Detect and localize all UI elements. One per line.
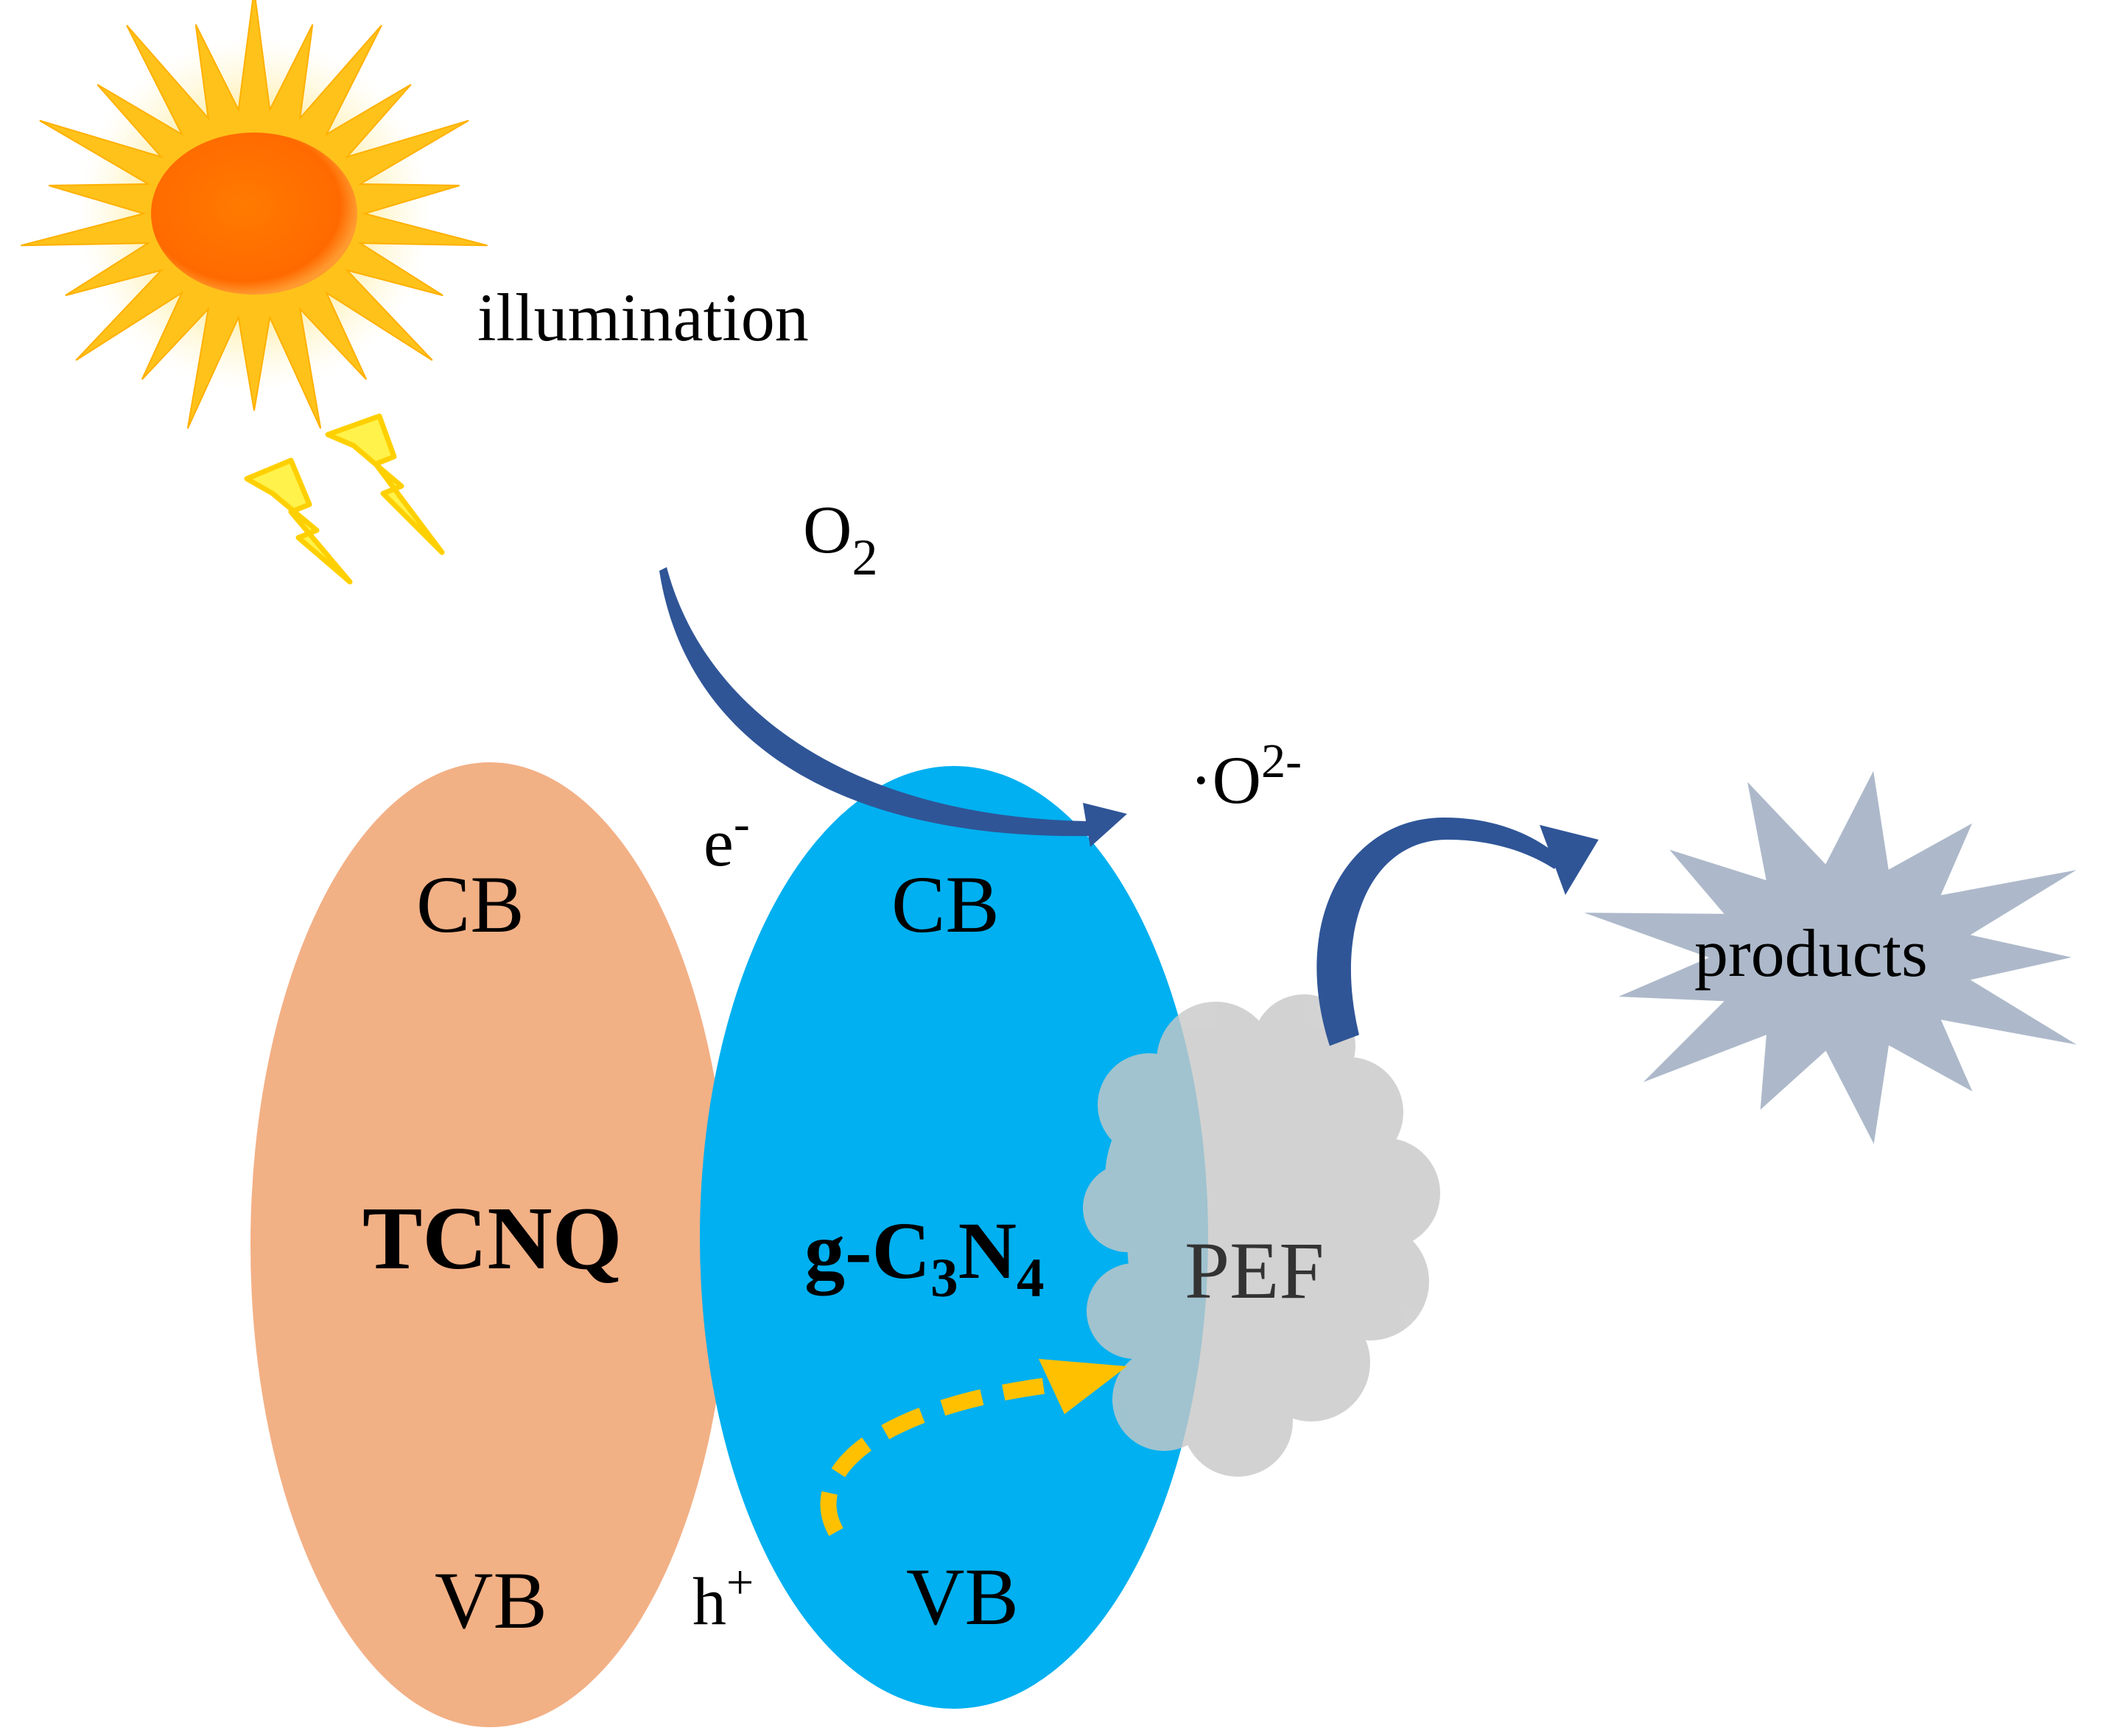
- products-label: products: [1694, 916, 1928, 991]
- gcn-name-sub2: 4: [1017, 1248, 1045, 1309]
- tcnq-name-label: TCNQ: [362, 1189, 622, 1288]
- gcn-name-a: g-C: [804, 1206, 930, 1296]
- superoxide-label: ·O2-: [1190, 734, 1302, 818]
- tcnq-cb-label: CB: [416, 860, 525, 949]
- gcn-vb-label: VB: [906, 1552, 1019, 1642]
- pef-cloud: [1083, 994, 1440, 1477]
- tcnq-ellipse: [250, 762, 729, 1727]
- gcn-cb-label: CB: [891, 860, 1000, 949]
- pef-to-products-arrow: [1316, 818, 1599, 1046]
- o2-label: O2: [803, 492, 877, 586]
- superoxide-label-sup: 2-: [1261, 734, 1302, 788]
- o2-label-main: O: [803, 492, 852, 567]
- products-starburst: [1584, 770, 2077, 1145]
- hole-label-sup: +: [726, 1556, 754, 1609]
- lightning-bolt-1: [244, 457, 353, 585]
- gcn-name-sub1: 3: [930, 1248, 958, 1309]
- o2-to-superoxide-arrow: [659, 567, 1127, 847]
- o2-label-sub: 2: [852, 530, 877, 586]
- lightning-bolt-icon: [244, 413, 445, 585]
- hole-label-main: h: [692, 1564, 726, 1639]
- lightning-bolt-2: [325, 413, 445, 555]
- hole-label: h+: [692, 1556, 754, 1639]
- tcnq-vb-label: VB: [435, 1556, 547, 1645]
- electron-label-sup: -: [734, 797, 750, 851]
- pef-label: PEF: [1185, 1226, 1325, 1315]
- sun-icon: [21, 0, 488, 429]
- gcn-name-b: N: [958, 1206, 1017, 1296]
- electron-label-main: e: [704, 805, 734, 880]
- illumination-label: illumination: [477, 280, 809, 355]
- gcn-ellipse: [700, 766, 1208, 1709]
- gcn-name-label: g-C3N4: [804, 1206, 1045, 1309]
- electron-label: e-: [704, 797, 750, 880]
- sun-core: [151, 133, 357, 295]
- superoxide-label-main: ·O: [1190, 742, 1261, 818]
- hole-transfer-dashed-arrow: [820, 1359, 1127, 1536]
